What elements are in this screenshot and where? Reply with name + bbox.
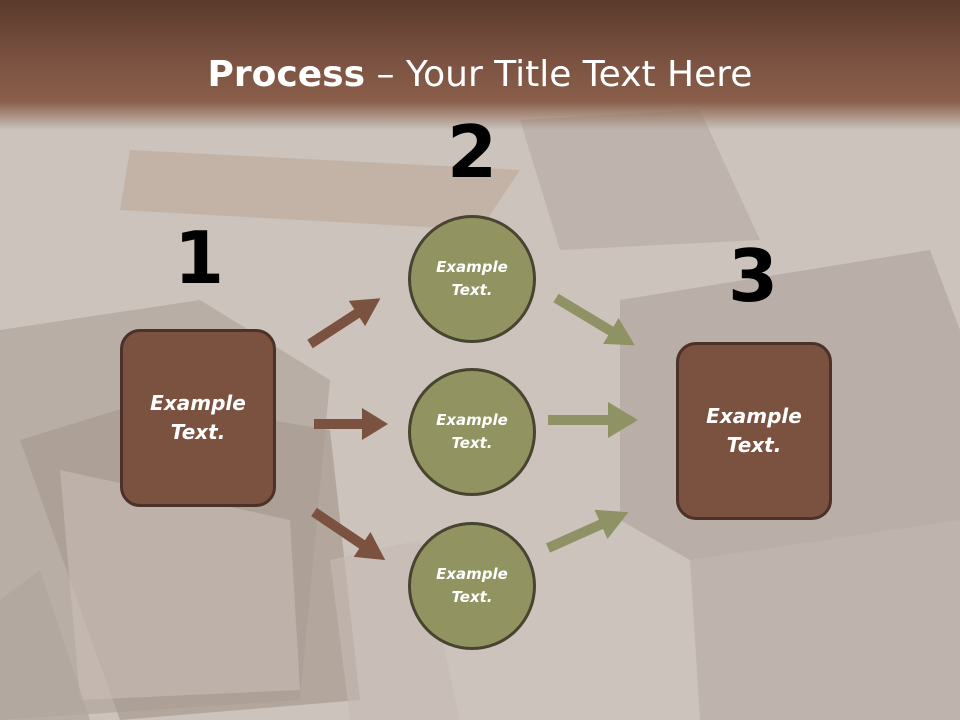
arrow-top-to-right (553, 293, 635, 346)
right-process-box: Example Text. (676, 342, 832, 520)
left-process-box: Example Text. (120, 329, 276, 507)
circle-node-top: Example Text. (408, 215, 536, 343)
circle-node-middle: Example Text. (408, 368, 536, 496)
step-number-3: 3 (727, 234, 779, 318)
title-rest-part: – Your Title Text Here (365, 54, 753, 95)
title-bold-part: Process (207, 54, 366, 95)
left-box-label: Example Text. (150, 391, 246, 444)
arrow-left-to-middle (314, 408, 388, 440)
arrow-bottom-to-right (545, 509, 629, 553)
circle-node-bottom: Example Text. (408, 522, 536, 650)
step-number-1: 1 (173, 216, 225, 300)
circle-middle-label: Example Text. (436, 411, 508, 452)
slide-title: Process – Your Title Text Here (0, 52, 960, 98)
right-box-label: Example Text. (706, 404, 802, 457)
title-band (0, 0, 960, 130)
arrow-middle-to-right (548, 402, 638, 438)
circle-top-label: Example Text. (436, 258, 508, 299)
step-number-2: 2 (446, 110, 498, 194)
arrow-left-to-bottom (311, 507, 386, 561)
arrow-left-to-top (307, 298, 381, 349)
circle-bottom-label: Example Text. (436, 565, 508, 606)
